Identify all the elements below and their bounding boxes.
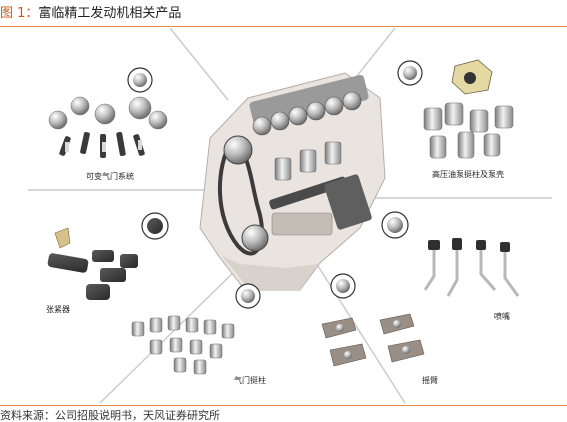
vvt-products	[48, 67, 168, 158]
label-tappet: 气门挺柱	[234, 376, 266, 385]
engine-image	[199, 72, 386, 291]
product-figure: 可变气门系统 高压油泵挺柱及泵壳 张紧器 喷嘴 气门挺柱 摇臂	[0, 27, 567, 404]
figure-title: 图 1：富临精工发动机相关产品	[0, 4, 181, 24]
title-divider	[0, 26, 567, 27]
label-vvt: 可变气门系统	[86, 172, 134, 181]
divider-top-left	[169, 27, 229, 101]
figure-title-text: 富临精工发动机相关产品	[38, 6, 182, 21]
tensioner-products	[47, 212, 169, 300]
label-nozzle: 喷嘴	[494, 312, 510, 321]
divider-bottom-left	[99, 265, 241, 404]
source-divider	[0, 405, 567, 406]
figure-number: 图 1：	[0, 6, 39, 21]
label-rocker: 摇臂	[422, 376, 438, 385]
product-diagram	[28, 27, 552, 404]
label-tensioner: 张紧器	[46, 305, 70, 314]
rocker-products	[321, 273, 425, 367]
nozzle-products	[381, 211, 520, 297]
tappet-products	[131, 283, 261, 375]
figure-source: 资料来源：公司招股说明书，天风证券研究所	[0, 409, 220, 422]
pump-plunger-products	[397, 59, 514, 159]
section-dividers	[28, 27, 552, 404]
label-pump-plunger: 高压油泵挺柱及泵壳	[432, 170, 504, 179]
